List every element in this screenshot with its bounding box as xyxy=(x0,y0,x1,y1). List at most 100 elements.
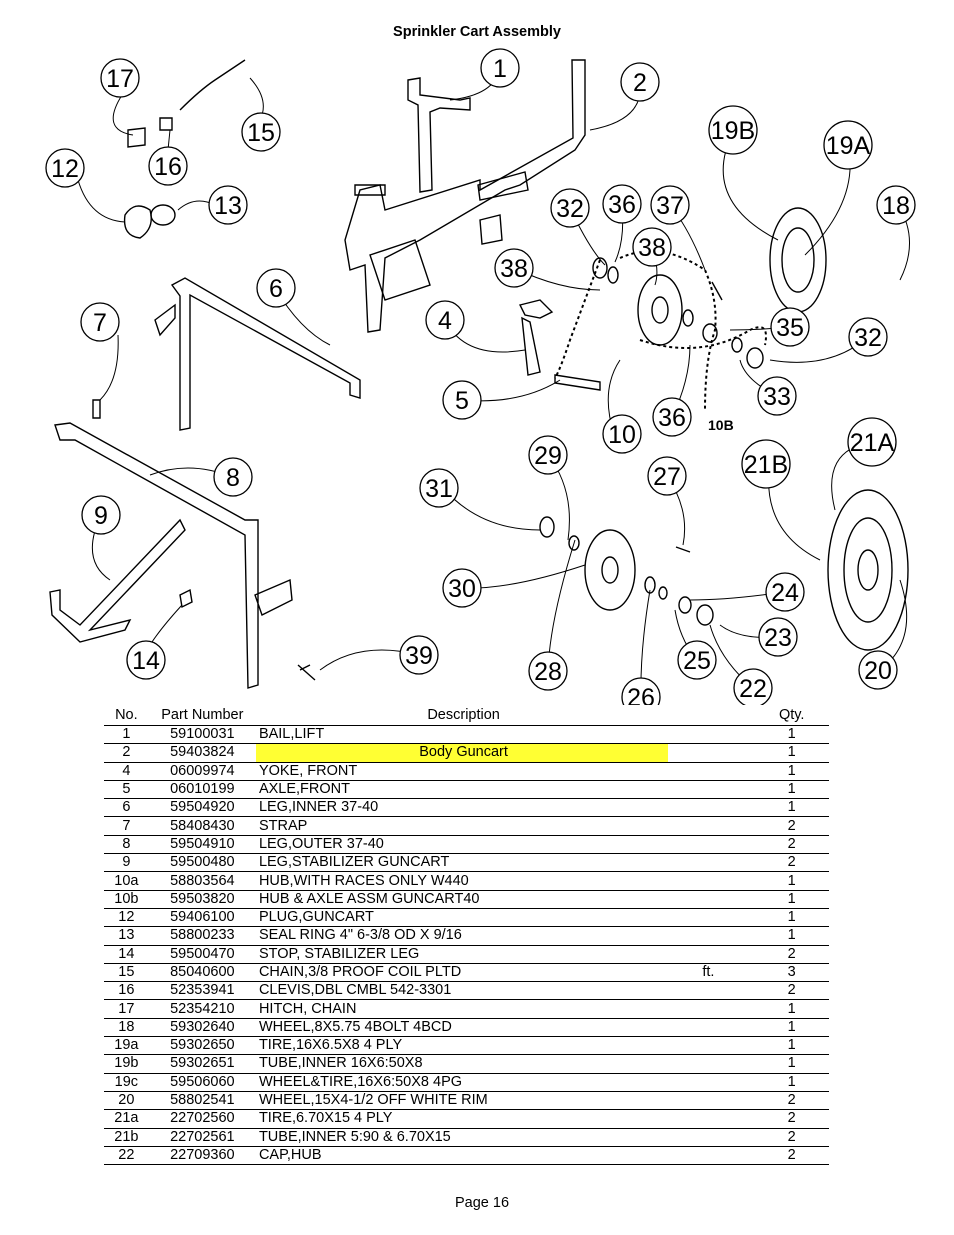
cell-no: 8 xyxy=(104,835,149,855)
cell-unit xyxy=(668,1036,715,1056)
svg-text:38: 38 xyxy=(500,255,528,283)
svg-text:38: 38 xyxy=(638,234,666,262)
svg-text:35: 35 xyxy=(776,314,804,342)
cell-part-number: 59406100 xyxy=(148,908,256,928)
svg-text:19B: 19B xyxy=(711,117,755,145)
cell-description: Body Guncart xyxy=(255,743,669,763)
cell-no: 7 xyxy=(104,816,149,836)
cell-unit xyxy=(668,1073,715,1092)
svg-text:5: 5 xyxy=(455,387,469,415)
cell-qty: 1 xyxy=(714,926,829,946)
svg-text:25: 25 xyxy=(683,647,711,675)
cell-description: PLUG,GUNCART xyxy=(255,908,669,928)
cell-unit xyxy=(668,890,715,909)
cell-no: 1 xyxy=(104,725,149,745)
svg-text:13: 13 xyxy=(214,192,242,220)
callout-36-lower: 36 xyxy=(652,397,692,437)
cell-part-number: 58408430 xyxy=(148,816,256,836)
cell-description: TUBE,INNER 5:90 & 6.70X15 xyxy=(255,1128,669,1147)
header-no: No. xyxy=(104,705,149,726)
parts-diagram: 1 2 4 5 6 7 8 9 10 12 13 14 15 16 17 18 … xyxy=(45,48,916,705)
callout-38-left: 38 xyxy=(494,248,534,288)
cell-unit xyxy=(668,1128,715,1147)
callout-24: 24 xyxy=(765,572,805,612)
cell-qty: 1 xyxy=(714,762,829,781)
cell-unit xyxy=(668,725,715,745)
tire-large-drawing xyxy=(827,489,909,651)
cell-description: TUBE,INNER 16X6:50X8 xyxy=(255,1054,669,1074)
cell-unit xyxy=(668,853,715,873)
cell-no: 2 xyxy=(104,743,149,763)
cell-no: 22 xyxy=(104,1146,149,1166)
svg-text:32: 32 xyxy=(854,324,882,352)
cell-qty: 1 xyxy=(714,1073,829,1092)
svg-text:29: 29 xyxy=(534,442,562,470)
cell-qty: 1 xyxy=(714,780,829,800)
svg-text:31: 31 xyxy=(425,475,453,503)
cell-unit xyxy=(668,1018,715,1038)
plug-drawing xyxy=(123,205,152,239)
cell-part-number: 52354210 xyxy=(148,999,256,1019)
cell-qty: 1 xyxy=(714,1054,829,1074)
svg-text:28: 28 xyxy=(534,658,562,686)
cell-no: 6 xyxy=(104,798,149,818)
svg-text:10: 10 xyxy=(608,421,636,449)
callout-16: 16 xyxy=(148,146,188,186)
cell-unit xyxy=(668,926,715,946)
callout-6: 6 xyxy=(256,268,296,308)
svg-text:16: 16 xyxy=(154,153,182,181)
cell-part-number: 85040600 xyxy=(148,963,256,983)
cell-part-number: 59100031 xyxy=(148,725,256,745)
callout-8: 8 xyxy=(213,457,253,497)
cell-qty: 1 xyxy=(714,725,829,745)
header-qty: Qty. xyxy=(714,705,829,726)
callout-21a: 21A xyxy=(847,417,897,467)
cell-description: HUB & AXLE ASSM GUNCART40 xyxy=(255,890,669,909)
cell-part-number: 59500480 xyxy=(148,853,256,873)
svg-text:21A: 21A xyxy=(850,429,895,457)
header-unit xyxy=(668,705,715,726)
callout-32-upper: 32 xyxy=(550,188,590,228)
cell-description: WHEEL,8X5.75 4BOLT 4BCD xyxy=(255,1018,669,1038)
cell-qty: 1 xyxy=(714,871,829,891)
callout-18: 18 xyxy=(876,185,916,225)
cell-unit xyxy=(668,871,715,891)
bail-lift-drawing xyxy=(407,77,471,193)
callout-7: 7 xyxy=(80,302,120,342)
cell-part-number: 59403824 xyxy=(148,743,256,763)
cell-qty: 2 xyxy=(714,853,829,873)
cell-description: LEG,OUTER 37-40 xyxy=(255,835,669,855)
callout-2: 2 xyxy=(620,62,660,102)
cell-qty: 2 xyxy=(714,981,829,1001)
cell-qty: 2 xyxy=(714,1146,829,1166)
body-guncart-drawing xyxy=(344,59,586,333)
svg-text:15: 15 xyxy=(247,119,275,147)
yoke-front-drawing xyxy=(518,299,554,376)
svg-text:19A: 19A xyxy=(826,132,871,160)
cell-unit xyxy=(668,1054,715,1074)
cell-unit xyxy=(668,1091,715,1111)
callout-30: 30 xyxy=(442,568,482,608)
cell-no: 10a xyxy=(104,871,149,891)
callout-4: 4 xyxy=(425,300,465,340)
svg-text:6: 6 xyxy=(269,275,283,303)
cell-part-number: 06010199 xyxy=(148,780,256,800)
label-10b: 10B xyxy=(708,417,734,433)
callout-10: 10 xyxy=(602,414,642,454)
callout-20: 20 xyxy=(858,650,898,690)
tire-small-drawing xyxy=(769,207,827,313)
svg-text:12: 12 xyxy=(51,155,79,183)
cell-part-number: 22702560 xyxy=(148,1109,256,1129)
stabilizer-leg-drawing xyxy=(49,518,186,643)
